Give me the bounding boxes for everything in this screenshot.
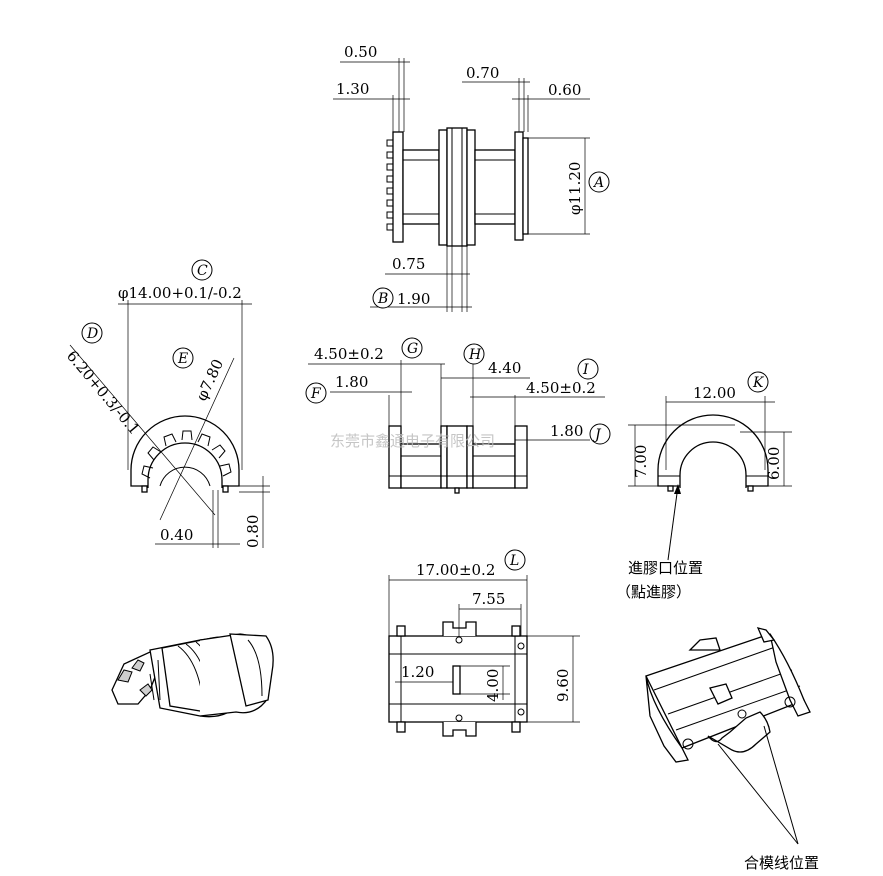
dim-dia-11.20: φ11.20 xyxy=(566,162,584,215)
end-view-arch: 12.00 K 7.00 6.00 進膠口位置 （點進膠） xyxy=(616,371,792,601)
dim-17.00: 17.00±0.2 xyxy=(416,561,495,579)
note-parting-line: 合模线位置 xyxy=(744,854,819,872)
label-H: H xyxy=(468,347,482,363)
dim-dia-7.80: φ7.80 xyxy=(192,356,227,403)
label-L: L xyxy=(509,553,519,569)
dim-0.50: 0.50 xyxy=(344,43,377,61)
dim-1.80-left: 1.80 xyxy=(335,373,368,391)
dim-12.00: 12.00 xyxy=(693,384,736,402)
note-gate-position: 進膠口位置 xyxy=(628,559,703,577)
watermark: 东莞市鑫通电子有限公司 xyxy=(330,432,495,450)
label-C: C xyxy=(197,263,208,279)
end-view-gear: φ14.00+0.1/-0.2 C D 6.20+0.3/-0.1 E φ7.8… xyxy=(63,259,270,548)
dim-4.00: 4.00 xyxy=(484,669,502,702)
isometric-view-left xyxy=(111,633,274,718)
label-B: B xyxy=(377,291,388,307)
dim-1.30: 1.30 xyxy=(336,80,369,98)
dim-7.55: 7.55 xyxy=(472,590,505,608)
label-D-circle xyxy=(81,322,103,344)
label-I-circle xyxy=(577,358,599,380)
isometric-view-right: 合模线位置 xyxy=(645,627,819,872)
dim-4.40: 4.40 xyxy=(488,359,521,377)
dim-1.80-right: 1.80 xyxy=(550,422,583,440)
dim-dia-14.00: φ14.00+0.1/-0.2 xyxy=(118,284,242,302)
note-gate-point: （點進膠） xyxy=(616,583,691,601)
bottom-view: 17.00±0.2 L 7.55 1.20 4.00 9.60 xyxy=(388,549,580,737)
dim-7.00: 7.00 xyxy=(632,445,650,478)
dim-4.50-left: 4.50±0.2 xyxy=(314,345,384,363)
label-A-circle xyxy=(588,171,610,193)
dim-0.60: 0.60 xyxy=(548,81,581,99)
label-B-circle xyxy=(372,287,394,309)
front-view: 4.50±0.2 G H 4.40 I F 1.80 4.50±0.2 1.80… xyxy=(305,337,611,494)
dim-1.20: 1.20 xyxy=(401,663,434,681)
label-D: D xyxy=(86,326,98,342)
label-K-circle xyxy=(747,371,769,393)
dim-9.60: 9.60 xyxy=(554,669,572,702)
label-A: A xyxy=(592,175,604,191)
label-G: G xyxy=(407,341,418,357)
label-C-circle xyxy=(191,259,213,281)
dim-1.90: 1.90 xyxy=(397,290,430,308)
label-J: J xyxy=(592,427,602,443)
label-E: E xyxy=(177,351,188,367)
label-F: F xyxy=(310,386,322,402)
top-view: 0.50 1.30 0.70 0.60 φ11.20 A 0.75 B 1.90 xyxy=(333,43,610,312)
label-H-circle xyxy=(463,343,485,365)
dim-4.50-right: 4.50±0.2 xyxy=(526,379,596,397)
label-L-circle xyxy=(504,549,526,571)
dim-6.20: 6.20+0.3/-0.1 xyxy=(63,347,144,438)
label-E-circle xyxy=(172,347,194,369)
dim-0.75: 0.75 xyxy=(392,255,425,273)
dim-0.40: 0.40 xyxy=(160,526,193,544)
label-F-circle xyxy=(305,382,327,404)
dim-6.00: 6.00 xyxy=(765,447,783,480)
label-K: K xyxy=(752,375,765,391)
dim-0.80: 0.80 xyxy=(244,515,262,548)
label-I: I xyxy=(582,362,589,378)
dim-0.70: 0.70 xyxy=(466,64,499,82)
label-J-circle xyxy=(589,423,611,445)
label-G-circle xyxy=(401,337,423,359)
